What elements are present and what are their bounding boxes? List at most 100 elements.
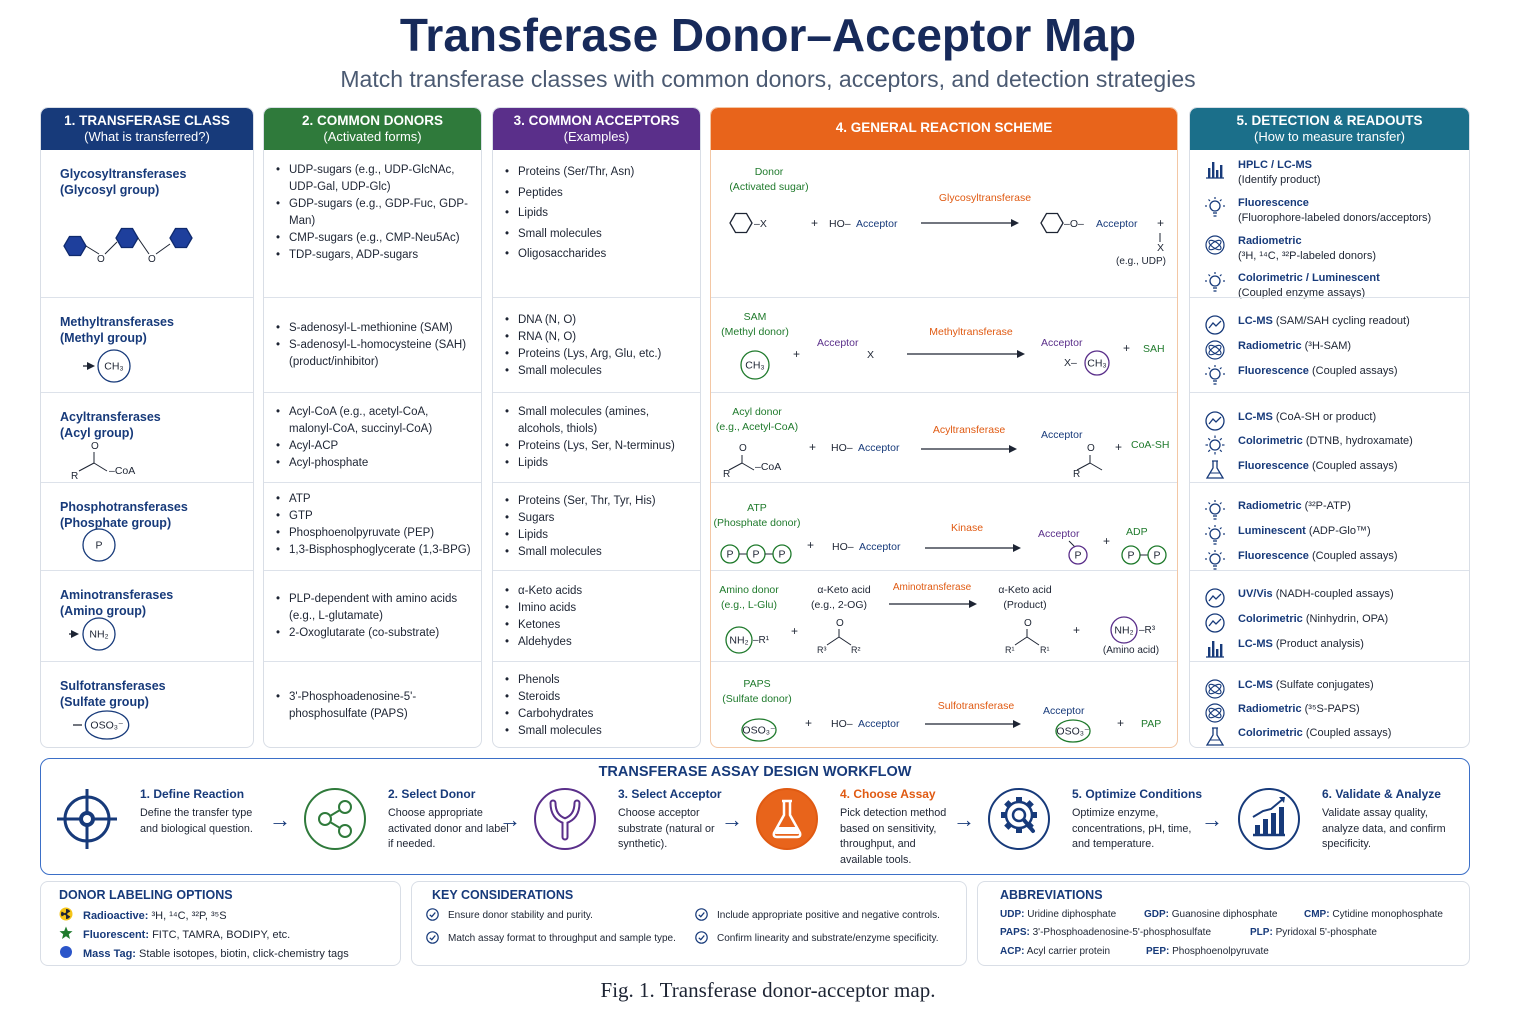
detection-name: LC-MS	[1238, 638, 1273, 650]
consideration-item: Ensure donor stability and purity.	[426, 908, 593, 921]
detection-desc: (Identify product)	[1238, 174, 1321, 186]
phosphate-circle-label: P	[778, 549, 785, 561]
detection-text: Fluorescence(Fluorophore-labeled donors/…	[1238, 196, 1431, 226]
detection-name: HPLC / LC-MS	[1238, 159, 1312, 171]
detection-method: Luminescent (ADP-Glo™)	[1204, 524, 1463, 554]
check-circle-icon	[426, 908, 439, 921]
detection-text: LC-MS (CoA-SH or product)	[1238, 410, 1376, 425]
bond-line	[1014, 636, 1028, 646]
abbreviation-item: UDP: Uridine diphosphate	[1000, 909, 1116, 920]
x-label: X–	[1064, 357, 1077, 369]
donor-sublabel: (Methyl donor)	[721, 326, 789, 338]
plus-sign: +	[811, 216, 818, 230]
detection-row: UV/Vis (NADH-coupled assays)Colorimetric…	[1190, 570, 1469, 661]
acceptor-item: DNA (N, O)	[505, 312, 692, 329]
star-icon	[59, 926, 73, 939]
workflow-step-desc: Choose appropriate activated donor and l…	[388, 807, 509, 850]
column-header: 4. GENERAL REACTION SCHEME	[711, 108, 1177, 150]
phosphate-circle	[1068, 545, 1088, 565]
column-transferase-class: 1. TRANSFERASE CLASS (What is transferre…	[40, 107, 254, 748]
column-header-title: 5. DETECTION & READOUTS	[1236, 113, 1423, 128]
bond-line	[826, 636, 840, 646]
detection-method: UV/Vis (NADH-coupled assays)	[1204, 587, 1463, 617]
workflow-arrow: →	[721, 807, 743, 832]
bond-line	[1068, 540, 1076, 548]
detection-method: Fluorescence (Coupled assays)	[1204, 549, 1463, 579]
column-header-title: 1. TRANSFERASE CLASS	[64, 113, 230, 128]
class-row: Phosphotransferases(Phosphate group)P	[41, 482, 253, 570]
phosphate-circle-label: P	[95, 540, 102, 552]
acceptor-item: Proteins (Lys, Arg, Glu, etc.)	[505, 346, 692, 363]
bulb-icon	[1205, 365, 1225, 385]
detection-name: UV/Vis	[1238, 588, 1273, 600]
column-header: 5. DETECTION & READOUTS (How to measure …	[1190, 108, 1469, 150]
check-circle-icon	[426, 931, 439, 944]
amino-circle	[1110, 616, 1138, 644]
dot-icon	[60, 946, 72, 958]
plus-sign: +	[805, 716, 812, 730]
byproduct-label: CoA-SH	[1131, 439, 1170, 451]
acceptors-row: PhenolsSteroidsCarbohydratesSmall molecu…	[493, 661, 700, 747]
column-common-donors: 2. COMMON DONORS (Activated forms) UDP-s…	[263, 107, 482, 748]
column-header-subtitle: (What is transferred?)	[84, 129, 210, 144]
labeling-examples: Stable isotopes, biotin, click-chemistry…	[139, 948, 349, 960]
donors-list: PLP-dependent with amino acids (e.g., L-…	[276, 591, 473, 642]
detection-method: LC-MS (Product analysis)	[1204, 637, 1463, 667]
bulb-icon	[1205, 272, 1225, 292]
methyl-circle-label: CH₃	[1087, 358, 1106, 370]
acceptor-item: Small molecules	[505, 544, 692, 561]
workflow-step-desc: Define the transfer type and biological …	[140, 807, 253, 835]
class-name: Sulfotransferases(Sulfate group)	[60, 678, 166, 710]
detection-desc: (Coupled assays)	[1305, 727, 1392, 739]
r1-label: R¹	[1005, 645, 1015, 655]
acceptor-item: Sugars	[505, 510, 692, 527]
bond-line	[1026, 636, 1040, 646]
bond-line	[1089, 462, 1103, 471]
class-group: (Acyl group)	[60, 426, 134, 440]
r-group-label: R	[1073, 469, 1080, 480]
key-considerations-box: KEY CONSIDERATIONS Ensure donor stabilit…	[411, 881, 967, 966]
donor-label: Acyl donor	[732, 406, 782, 418]
sulfate-group-icon: OSO₃⁻	[73, 710, 130, 740]
donor-item: UDP-sugars (e.g., UDP-GlcNAc, UDP-Gal, U…	[276, 162, 473, 196]
workflow-step-desc: Pick detection method based on sensitivi…	[840, 807, 947, 866]
detection-name: Colorimetric	[1238, 435, 1303, 447]
detection-desc: (³⁵S-PAPS)	[1304, 703, 1360, 715]
donor-item: 3'-Phosphoadenosine-5'-phosphosulfate (P…	[276, 689, 473, 723]
detection-row: LC-MS (Sulfate conjugates)Radiometric (³…	[1190, 661, 1469, 747]
workflow-arrow: →	[499, 807, 521, 832]
abbreviation-value: Cytidine monophosphate	[1332, 909, 1443, 920]
acceptor-label: Acceptor	[817, 337, 859, 349]
check-circle-icon	[695, 931, 708, 944]
class-group: (Sulfate group)	[60, 695, 149, 709]
reaction-arrowhead	[1009, 445, 1017, 453]
hydroxyl-label: HO–	[829, 218, 851, 230]
donor-item: GDP-sugars (e.g., GDP-Fuc, GDP-Man)	[276, 196, 473, 230]
sugar-ring-icon	[1040, 212, 1064, 234]
detection-name: LC-MS	[1238, 315, 1273, 327]
acceptor-label: Acceptor	[1043, 705, 1085, 717]
donor-item: Acyl-phosphate	[276, 455, 473, 472]
acceptors-row: Proteins (Ser/Thr, Asn)PeptidesLipidsSma…	[493, 150, 700, 297]
donor-sublabel: (Sulfate donor)	[722, 693, 791, 705]
reaction-arrowhead	[969, 600, 977, 608]
bulb-icon	[1205, 500, 1225, 520]
class-title: Phosphotransferases	[60, 500, 188, 514]
labeling-type: Mass Tag:	[83, 948, 136, 960]
detection-desc: (Coupled assays)	[1311, 460, 1398, 472]
detection-name: Luminescent	[1238, 525, 1306, 537]
detection-text: Colorimetric / Luminescent(Coupled enzym…	[1238, 271, 1380, 301]
sugar-ring-icon	[729, 212, 753, 234]
byproduct-sublabel: (Amino acid)	[1103, 645, 1159, 656]
phosphate-circle-label: P	[1074, 550, 1081, 562]
abbreviation-value: Uridine diphosphate	[1027, 909, 1117, 920]
detection-text: Colorimetric (Coupled assays)	[1238, 726, 1391, 741]
detection-row: HPLC / LC-MS (Identify product) Fluorescen…	[1190, 150, 1469, 299]
class-name: Acyltransferases(Acyl group)	[60, 409, 161, 441]
page-subtitle: Match transferase classes with common do…	[340, 66, 1196, 92]
donors-list: ATPGTPPhosphoenolpyruvate (PEP)1,3-Bisph…	[276, 491, 473, 559]
acceptor-item: Carbohydrates	[505, 706, 692, 723]
bond-line	[1076, 462, 1091, 471]
coa-label: –CoA	[109, 465, 135, 477]
